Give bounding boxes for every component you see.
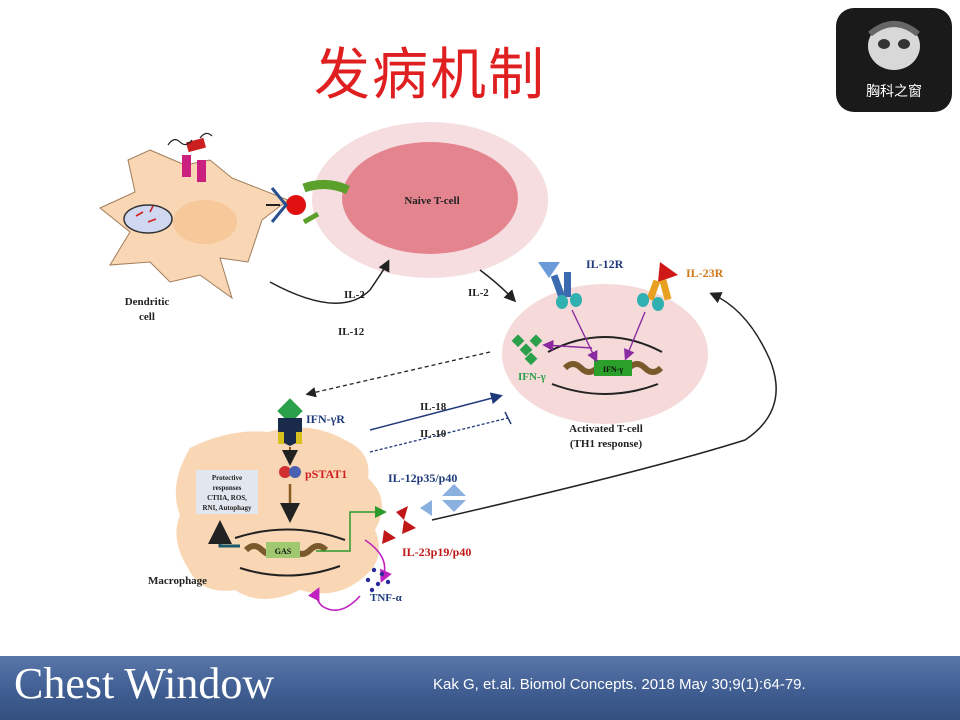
dendritic-cell-label-2: cell [139, 311, 155, 323]
footer-divider [0, 650, 960, 656]
pstat1-molecule [279, 466, 301, 478]
naive-tcell-inner [342, 142, 518, 254]
protective-line-2: responses [213, 484, 242, 492]
activated-tcell [502, 284, 708, 424]
footer-citation: Kak G, et.al. Biomol Concepts. 2018 May … [433, 676, 806, 693]
tnfa-label: TNF-α [370, 592, 403, 604]
il23r-label: IL-23R [686, 266, 724, 280]
slide-title: 发病机制 [314, 43, 546, 108]
logo-text: 胸科之窗 [866, 83, 922, 100]
il2-label-b: IL-2 [468, 287, 489, 299]
toll-like-receptor [167, 132, 213, 182]
ifng-gene-label: IFN-γ [603, 365, 623, 374]
cytokine-secretion-arrow [316, 506, 387, 552]
dendritic-cell-label: Dendritic [125, 296, 170, 308]
il12p35-molecules [420, 484, 466, 516]
pathogenesis-diagram: Naive T-cell Dendritic cell IL-2 IL-12 I… [99, 122, 777, 612]
ifng-dashed-arrow [305, 351, 491, 398]
il18-label: IL-18 [420, 401, 447, 413]
il2-arrow [479, 269, 517, 303]
gas-label: GAS [275, 547, 292, 556]
footer-brand: Chest Window [14, 659, 275, 708]
dendritic-nucleus [173, 200, 237, 244]
ifng-label: IFN-γ [518, 371, 546, 383]
il10-label: IL-10 [420, 428, 447, 440]
th1-response-label: (TH1 response) [570, 438, 643, 450]
protective-line-1: Protective [212, 474, 242, 482]
il23-feedback-arrow [431, 292, 777, 521]
tnfa-molecules [365, 567, 391, 593]
pstat1-label: pSTAT1 [305, 467, 347, 481]
ifng-gene-box [594, 360, 632, 376]
mhc-tcr-complex [266, 180, 350, 225]
vesicle-peptides [135, 205, 157, 223]
ifngr-receptor [277, 398, 303, 446]
il2-label-a: IL-2 [344, 289, 365, 301]
activated-tcell-label: Activated T-cell [569, 423, 643, 435]
footer-bar: Chest Window Kak G, et.al. Biomol Concep… [0, 656, 960, 720]
il2-il12-arrow [269, 259, 390, 304]
il10-inhibit [369, 417, 509, 453]
gas-box [266, 542, 300, 558]
naive-tcell-label: Naive T-cell [404, 195, 459, 207]
il18-arrow [369, 392, 503, 431]
protective-arrow [208, 520, 240, 548]
il23p19-label: IL-23p19/p40 [402, 545, 471, 559]
il23r-receptor [637, 262, 678, 311]
macrophage-label: Macrophage [148, 575, 207, 587]
logo: 胸科之窗 [836, 8, 952, 112]
il12r-receptor [538, 262, 582, 309]
il12r-label: IL-12R [586, 257, 624, 271]
il12p35-label: IL-12p35/p40 [388, 471, 457, 485]
il12-label: IL-12 [338, 326, 365, 338]
protective-box [196, 470, 258, 514]
ifngr-label: IFN-γR [306, 412, 345, 426]
il23p19-molecules [382, 506, 416, 544]
protective-line-4: RNI, Autophagy [202, 504, 252, 512]
dendritic-vesicle [123, 204, 173, 234]
protective-line-3: CTIIA, ROS, [207, 494, 247, 502]
